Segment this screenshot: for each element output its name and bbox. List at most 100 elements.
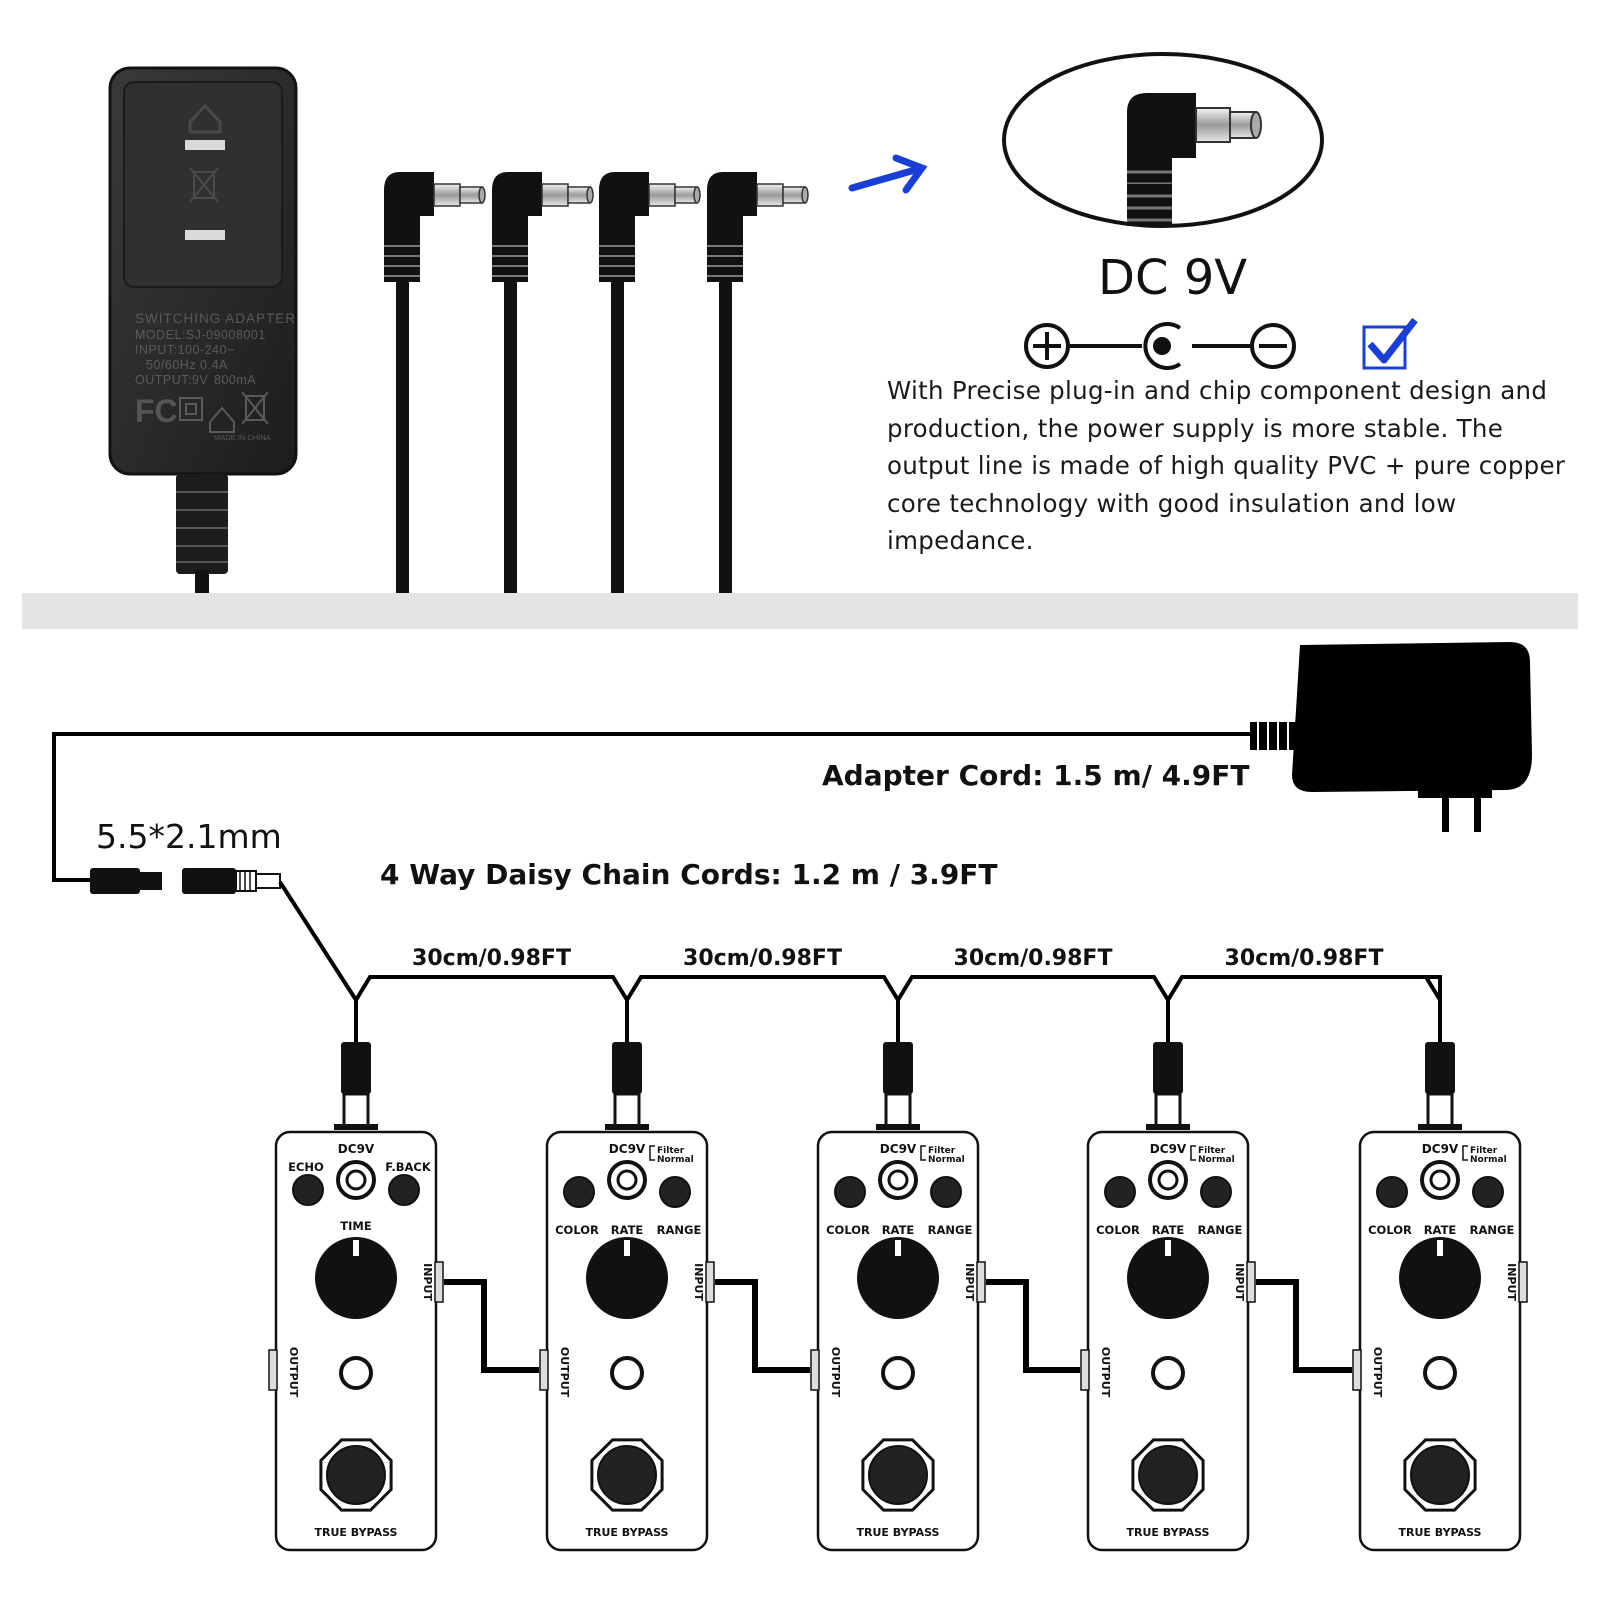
adapter-cord-label: Adapter Cord: 1.5 m/ 4.9FT: [822, 759, 1250, 792]
main-knob-label: RATE: [1152, 1223, 1185, 1237]
dc-plug-2: [492, 172, 594, 593]
weee-icon: [189, 167, 219, 203]
led-indicator: [881, 1356, 915, 1390]
dc-plug-1: [384, 172, 486, 593]
small-knob-left[interactable]: [563, 1176, 595, 1208]
right-knob-label: F.BACK: [385, 1160, 432, 1174]
input-label: INPUT: [1233, 1263, 1246, 1301]
dc-label: DC9V: [880, 1142, 917, 1156]
main-knob-label: TIME: [340, 1219, 372, 1233]
plug-size-label: 5.5*2.1mm: [96, 817, 282, 856]
prong-bottom: [185, 230, 225, 240]
adapter-label-line5: OUTPUT:9V: [135, 373, 208, 387]
main-knob-label: RATE: [611, 1223, 644, 1237]
small-knob-right[interactable]: [1200, 1176, 1232, 1208]
normal-label: Normal: [657, 1155, 694, 1165]
adapter-silhouette: [1250, 642, 1532, 832]
filter-label: Filter: [1470, 1146, 1498, 1156]
certification-icons: [179, 391, 269, 433]
true-bypass-label: TRUE BYPASS: [1127, 1526, 1210, 1539]
segment-length-label-1: 30cm/0.98FT: [412, 946, 571, 971]
right-knob-label: RANGE: [657, 1223, 702, 1237]
adapter-cord: [52, 732, 1250, 882]
adapter-label-line3: INPUT:100-240~: [135, 343, 235, 357]
house-icon: [188, 103, 222, 134]
check-icon: [1362, 317, 1418, 370]
dc-plug-closeup: [1002, 52, 1324, 228]
output-label: OUTPUT: [558, 1347, 571, 1398]
small-knob-right[interactable]: [659, 1176, 691, 1208]
main-knob[interactable]: [586, 1237, 668, 1319]
main-knob[interactable]: [1127, 1237, 1209, 1319]
adapter-label-line2: MODEL:SJ-09008001: [135, 328, 266, 342]
right-knob-label: RANGE: [1198, 1223, 1243, 1237]
center-pin-icon: [1143, 322, 1182, 370]
arrow-icon: [848, 154, 928, 194]
four-dc-plugs: [384, 172, 809, 593]
small-knob-left[interactable]: [1376, 1176, 1408, 1208]
small-knob-left[interactable]: [292, 1174, 324, 1206]
segment-length-label-3: 30cm/0.98FT: [954, 946, 1113, 971]
dc-label: DC9V: [609, 1142, 646, 1156]
input-label: INPUT: [1505, 1263, 1518, 1301]
dc-label: DC9V: [338, 1142, 375, 1156]
left-knob-label: COLOR: [1368, 1223, 1412, 1237]
input-label: INPUT: [692, 1263, 705, 1301]
filter-label: Filter: [928, 1146, 956, 1156]
left-knob-label: COLOR: [555, 1223, 599, 1237]
true-bypass-label: TRUE BYPASS: [857, 1526, 940, 1539]
small-knob-right[interactable]: [388, 1174, 420, 1206]
normal-label: Normal: [1470, 1155, 1507, 1165]
adapter-label-line4: 50/60Hz 0.4A: [146, 358, 228, 372]
small-knob-left[interactable]: [834, 1176, 866, 1208]
small-knob-right[interactable]: [1472, 1176, 1504, 1208]
segment-length-label-4: 30cm/0.98FT: [1225, 946, 1384, 971]
output-label: OUTPUT: [1371, 1347, 1384, 1398]
left-knob-label: COLOR: [826, 1223, 870, 1237]
adapter-label-made-in: MADE IN CHINA: [214, 433, 271, 442]
patch-cable-1: [444, 1279, 539, 1373]
section-divider: [22, 593, 1578, 629]
daisy-chain-label: 4 Way Daisy Chain Cords: 1.2 m / 3.9FT: [380, 858, 998, 891]
main-knob-label: RATE: [1424, 1223, 1457, 1237]
output-label: OUTPUT: [287, 1347, 300, 1398]
pedal-row: DC9V ECHO F.BACK TIME TRUE BYPASS INPUT OUTPUT…: [268, 1130, 1528, 1552]
dc-voltage-label: DC 9V: [1098, 250, 1247, 306]
led-indicator: [1151, 1356, 1185, 1390]
filter-label: Filter: [1198, 1146, 1226, 1156]
adapter-label-line1: SWITCHING ADAPTER: [135, 311, 296, 326]
left-knob-label: ECHO: [288, 1160, 324, 1174]
description-text: With Precise plug-in and chip component …: [887, 376, 1566, 555]
output-label: OUTPUT: [1099, 1347, 1112, 1398]
chain-drop-3: [876, 975, 1170, 1130]
chain-drop-1: [334, 975, 629, 1130]
right-knob-label: RANGE: [1470, 1223, 1515, 1237]
small-knob-left[interactable]: [1104, 1176, 1136, 1208]
small-knob-right[interactable]: [930, 1176, 962, 1208]
true-bypass-label: TRUE BYPASS: [586, 1526, 669, 1539]
left-knob-label: COLOR: [1096, 1223, 1140, 1237]
chain-drop-5: [1418, 975, 1462, 1130]
main-knob[interactable]: [1399, 1237, 1481, 1319]
input-label: INPUT: [421, 1263, 434, 1301]
polarity-symbol: [1024, 322, 1296, 370]
filter-label: Filter: [657, 1146, 685, 1156]
guitar-pedal-1: DC9V ECHO F.BACK TIME TRUE BYPASS INPUT OUTPUT: [268, 1130, 444, 1552]
chain-drop-2: [605, 975, 900, 1130]
input-label: INPUT: [963, 1263, 976, 1301]
dc-plug-3: [599, 172, 701, 593]
main-knob[interactable]: [857, 1237, 939, 1319]
true-bypass-label: TRUE BYPASS: [315, 1526, 398, 1539]
patch-cable-4: [1256, 1279, 1352, 1373]
adapter-label: SWITCHING ADAPTER MODEL:SJ-09008001 INPU…: [135, 311, 296, 442]
led-indicator: [610, 1356, 644, 1390]
true-bypass-label: TRUE BYPASS: [1399, 1526, 1482, 1539]
segment-length-label-2: 30cm/0.98FT: [683, 946, 842, 971]
main-knob[interactable]: [315, 1237, 397, 1319]
prong-top: [185, 140, 225, 150]
right-knob-label: RANGE: [928, 1223, 973, 1237]
